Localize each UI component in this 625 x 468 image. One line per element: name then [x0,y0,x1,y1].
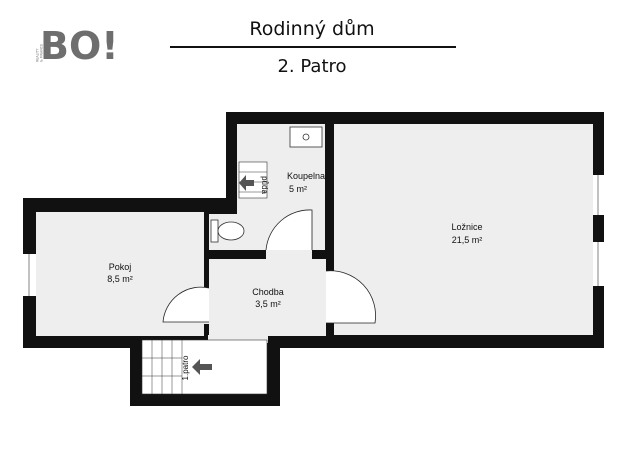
plan-title: Rodinný dům [249,18,375,40]
room-chodba [209,259,326,336]
attic-hatch: půda [238,161,269,199]
staircase: 1.patro [141,339,268,395]
chodba-name: Chodba [252,287,284,297]
sink [289,126,323,148]
arrow-left-icon [192,359,212,375]
title-divider [170,46,456,48]
puda-label: půda [260,176,269,194]
bo-logo: BO! REALITY & FINANCE [36,24,119,64]
window-loznice-bottom [593,242,604,286]
chodba-area: 3,5 m² [255,299,281,309]
door-swing-pokoj [162,286,210,323]
koupelna-name: Koupelna [287,171,325,181]
logo-mark: BO! [40,24,119,64]
koupelna-area: 5 m² [289,184,307,194]
stairs-label: 1.patro [181,355,190,380]
loznice-area: 21,5 m² [452,235,483,245]
logo-tagline-2: & FINANCE [40,44,44,62]
door-swing-loznice [325,270,376,324]
arrow-left-icon [239,175,254,191]
logo-tagline-1: REALITY [36,48,40,62]
door-swing-koupelna [265,209,313,251]
loznice-name: Ložnice [451,222,482,232]
pokoj-name: Pokoj [109,262,132,272]
plan-subtitle: 2. Patro [277,56,347,77]
room-loznice [334,124,593,335]
window-loznice-top [593,175,604,215]
pokoj-area: 8,5 m² [107,274,133,284]
stair-opening [208,335,268,343]
window-pokoj [23,254,36,296]
door-opening-koupelna [266,249,312,260]
toilet [210,219,245,243]
